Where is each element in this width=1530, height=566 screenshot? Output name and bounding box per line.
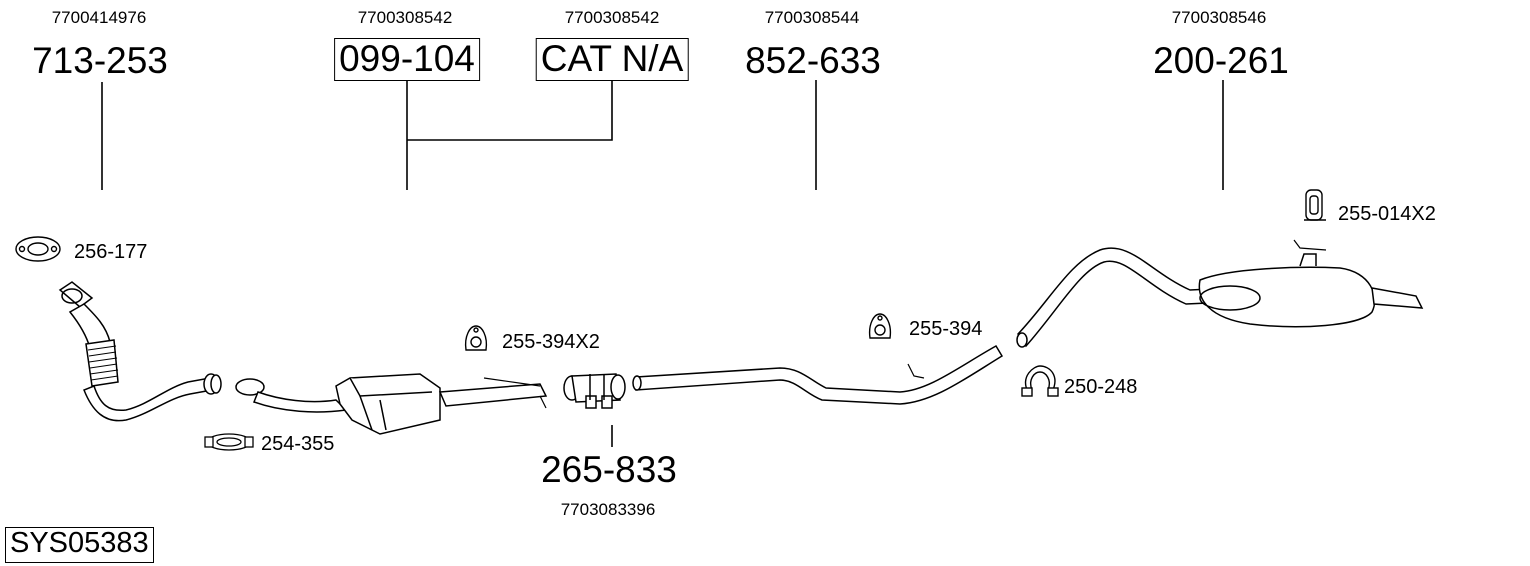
- accessory-rubber-mount-a[interactable]: 255-394X2: [502, 331, 600, 353]
- accessory-clamp-rear[interactable]: 250-248: [1064, 376, 1138, 398]
- oem-catalyst-alt: 7700308542: [564, 8, 660, 27]
- part-number-rear-silencer[interactable]: 200-261: [1153, 40, 1289, 81]
- connector-icon: [563, 373, 626, 409]
- middle-pipe-icon: [632, 344, 1004, 405]
- oem-catalyst: 7700308542: [357, 8, 453, 27]
- accessory-gasket[interactable]: 256-177: [74, 241, 148, 263]
- system-code: SYS05383: [5, 527, 154, 563]
- front-pipe-icon: [58, 281, 222, 422]
- rear-mount-icon: [1304, 189, 1326, 221]
- part-number-catalyst-alt[interactable]: CAT N/A: [535, 38, 689, 81]
- part-number-connector[interactable]: 265-833: [541, 449, 677, 490]
- accessory-rubber-mount-b[interactable]: 255-394: [909, 318, 983, 340]
- oem-connector: 7703083396: [560, 500, 656, 519]
- accessory-rear-mount[interactable]: 255-014X2: [1338, 203, 1436, 225]
- oem-front-pipe: 7700414976: [51, 8, 147, 27]
- part-number-front-pipe[interactable]: 713-253: [32, 40, 168, 81]
- rear-silencer-icon: [1016, 239, 1424, 348]
- clamp-rear-icon: [1021, 365, 1059, 397]
- leader-catalyst-alt: [407, 80, 613, 141]
- part-number-middle-pipe[interactable]: 852-633: [745, 40, 881, 81]
- oem-middle-pipe: 7700308544: [764, 8, 860, 27]
- oem-rear-silencer: 7700308546: [1171, 8, 1267, 27]
- part-number-catalyst[interactable]: 099-104: [334, 38, 480, 81]
- accessory-clamp-front[interactable]: 254-355: [261, 433, 335, 455]
- rubber-mount-a-icon: [464, 325, 488, 351]
- gasket-icon: [15, 236, 61, 262]
- clamp-front-icon: [204, 433, 254, 451]
- catalyst-icon: [235, 373, 548, 435]
- rubber-mount-b-icon: [868, 313, 892, 339]
